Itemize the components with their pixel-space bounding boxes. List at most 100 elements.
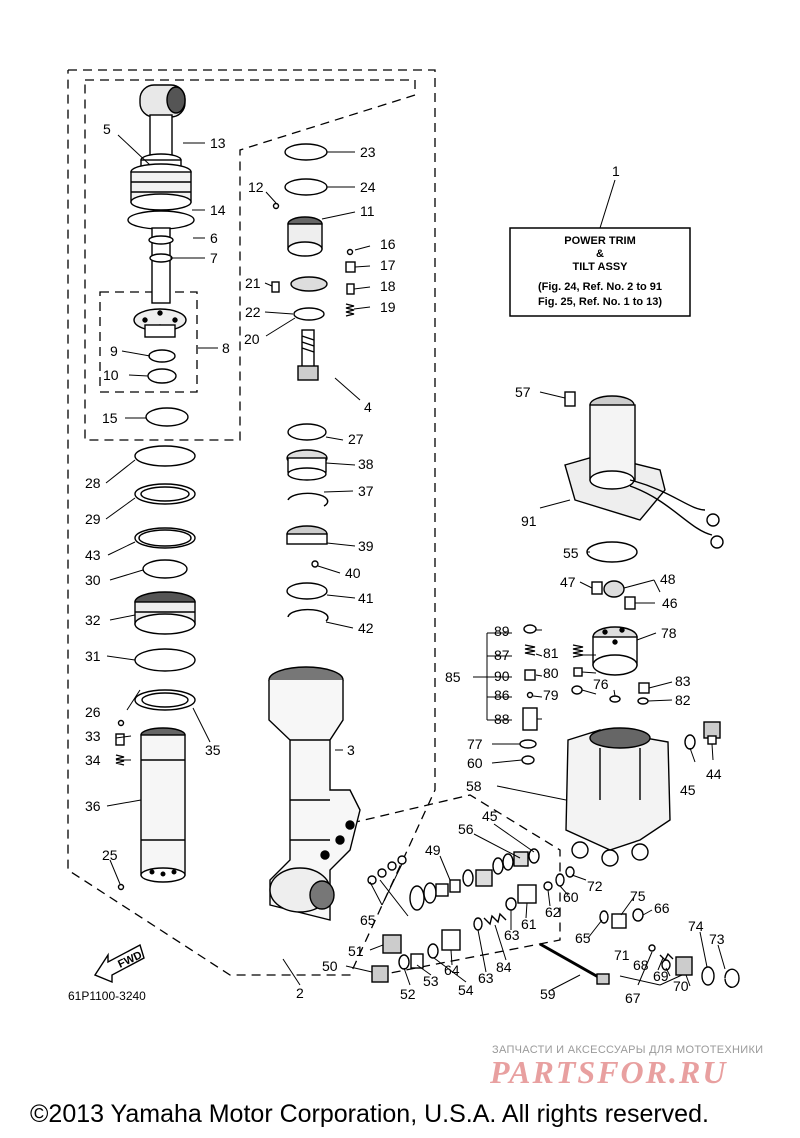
- callout-18: 18: [380, 278, 396, 294]
- callout-15: 15: [102, 410, 118, 426]
- part-oring-41: [286, 582, 328, 600]
- part-cylinder-housing-3: [268, 666, 361, 921]
- note-line-1: POWER TRIM: [564, 235, 636, 247]
- callout-51: 51: [348, 943, 364, 959]
- note-line-2: &: [596, 248, 604, 260]
- callout-37: 37: [358, 483, 374, 499]
- part-circlip-37: [287, 492, 329, 507]
- callout-59: 59: [540, 986, 556, 1002]
- callout-28: 28: [85, 475, 101, 491]
- part-motor-91: [564, 395, 724, 549]
- callout-42: 42: [358, 620, 374, 636]
- callout-34: 34: [85, 752, 101, 768]
- part-plug-50: [371, 965, 389, 983]
- callout-76: 76: [593, 676, 609, 692]
- callout-91: 91: [521, 513, 537, 529]
- note-line-4: (Fig. 24, Ref. No. 2 to 91: [538, 281, 662, 293]
- part-bolt: [297, 329, 319, 381]
- callout-71: 71: [614, 947, 630, 963]
- callout-41: 41: [358, 590, 374, 606]
- callout-57: 57: [515, 384, 531, 400]
- callout-labels: 1 2 3 4 5 6 7 8 9 10 11 12 13 14 15 16 1…: [85, 121, 725, 1006]
- callout-89: 89: [494, 623, 510, 639]
- part-61: [517, 884, 537, 904]
- boundary-assy-8: [99, 291, 198, 393]
- callout-40: 40: [345, 565, 361, 581]
- part-ball-16: [346, 248, 354, 256]
- callout-90: 90: [494, 668, 510, 684]
- callout-54: 54: [458, 982, 474, 998]
- fwd-arrow-icon: [93, 943, 145, 984]
- part-pin-18: [346, 283, 355, 295]
- fwd-label: FWD: [116, 949, 144, 970]
- callout-60-upper: 60: [467, 755, 483, 771]
- part-pin-80: [573, 667, 583, 677]
- assembly-boundaries: [67, 69, 561, 976]
- part-cylinder-cap-32: [134, 591, 196, 635]
- callout-6: 6: [210, 230, 218, 246]
- part-pump-78: [592, 626, 638, 676]
- callout-80: 80: [543, 665, 559, 681]
- callout-45-lower: 45: [482, 808, 498, 824]
- callout-23: 23: [360, 144, 376, 160]
- part-oring-54: [427, 943, 439, 959]
- boundary-valve-group: [321, 794, 561, 976]
- part-ball-12: [272, 202, 280, 210]
- callout-5: 5: [103, 121, 111, 137]
- callout-20: 20: [244, 331, 260, 347]
- part-tube-36: [140, 727, 186, 883]
- part-screw-33: [115, 733, 125, 746]
- leader-lines: [105, 134, 726, 991]
- callout-50: 50: [322, 958, 338, 974]
- part-oring-45: [684, 734, 696, 750]
- part-rings-65-left: [367, 855, 407, 885]
- part-valve-64: [441, 929, 461, 951]
- callout-46: 46: [662, 595, 678, 611]
- callout-62: 62: [545, 904, 561, 920]
- part-washer-20: [293, 307, 325, 321]
- callout-63-lower: 63: [478, 970, 494, 986]
- callout-12: 12: [248, 179, 264, 195]
- callout-60-lower: 60: [563, 889, 579, 905]
- callout-7: 7: [210, 250, 218, 266]
- part-plug-70: [675, 956, 693, 976]
- callout-30: 30: [85, 572, 101, 588]
- part-valve-chain-upper: [409, 848, 540, 911]
- part-bolt-46: [624, 596, 636, 610]
- callout-1: 1: [612, 163, 620, 179]
- callout-24: 24: [360, 179, 376, 195]
- part-oring-63: [473, 917, 483, 931]
- part-69: [661, 959, 671, 971]
- part-oring-30: [142, 559, 188, 579]
- callout-75: 75: [630, 888, 646, 904]
- watermark-brand: PARTSFOR.RU: [490, 1054, 728, 1090]
- callout-88: 88: [494, 711, 510, 727]
- part-cap-38: [286, 449, 328, 481]
- callout-72: 72: [587, 878, 603, 894]
- part-oring-55: [586, 541, 638, 563]
- part-60b: [555, 873, 565, 887]
- part-cap-89: [523, 624, 537, 634]
- part-ball-26: [117, 719, 125, 727]
- parts-drawings: [93, 84, 740, 988]
- callout-82: 82: [675, 692, 691, 708]
- part-bolt-59: [539, 942, 610, 985]
- callout-13: 13: [210, 135, 226, 151]
- callout-61: 61: [521, 916, 537, 932]
- callout-83: 83: [675, 673, 691, 689]
- callout-65-right: 65: [575, 930, 591, 946]
- copyright-notice: ©2013 Yamaha Motor Corporation, U.S.A. A…: [30, 1100, 709, 1128]
- callout-73: 73: [709, 931, 725, 947]
- part-pin-83: [638, 682, 650, 694]
- callout-17: 17: [380, 257, 396, 273]
- part-bolt-47: [591, 581, 603, 595]
- callout-3: 3: [347, 742, 355, 758]
- boundary-assy-2: [67, 69, 436, 976]
- callout-65-left: 65: [360, 912, 376, 928]
- callout-68: 68: [633, 957, 649, 973]
- callout-22: 22: [245, 304, 261, 320]
- part-oring-76: [609, 695, 621, 703]
- callout-16: 16: [380, 236, 396, 252]
- callout-66: 66: [654, 900, 670, 916]
- part-pin-90: [524, 669, 536, 681]
